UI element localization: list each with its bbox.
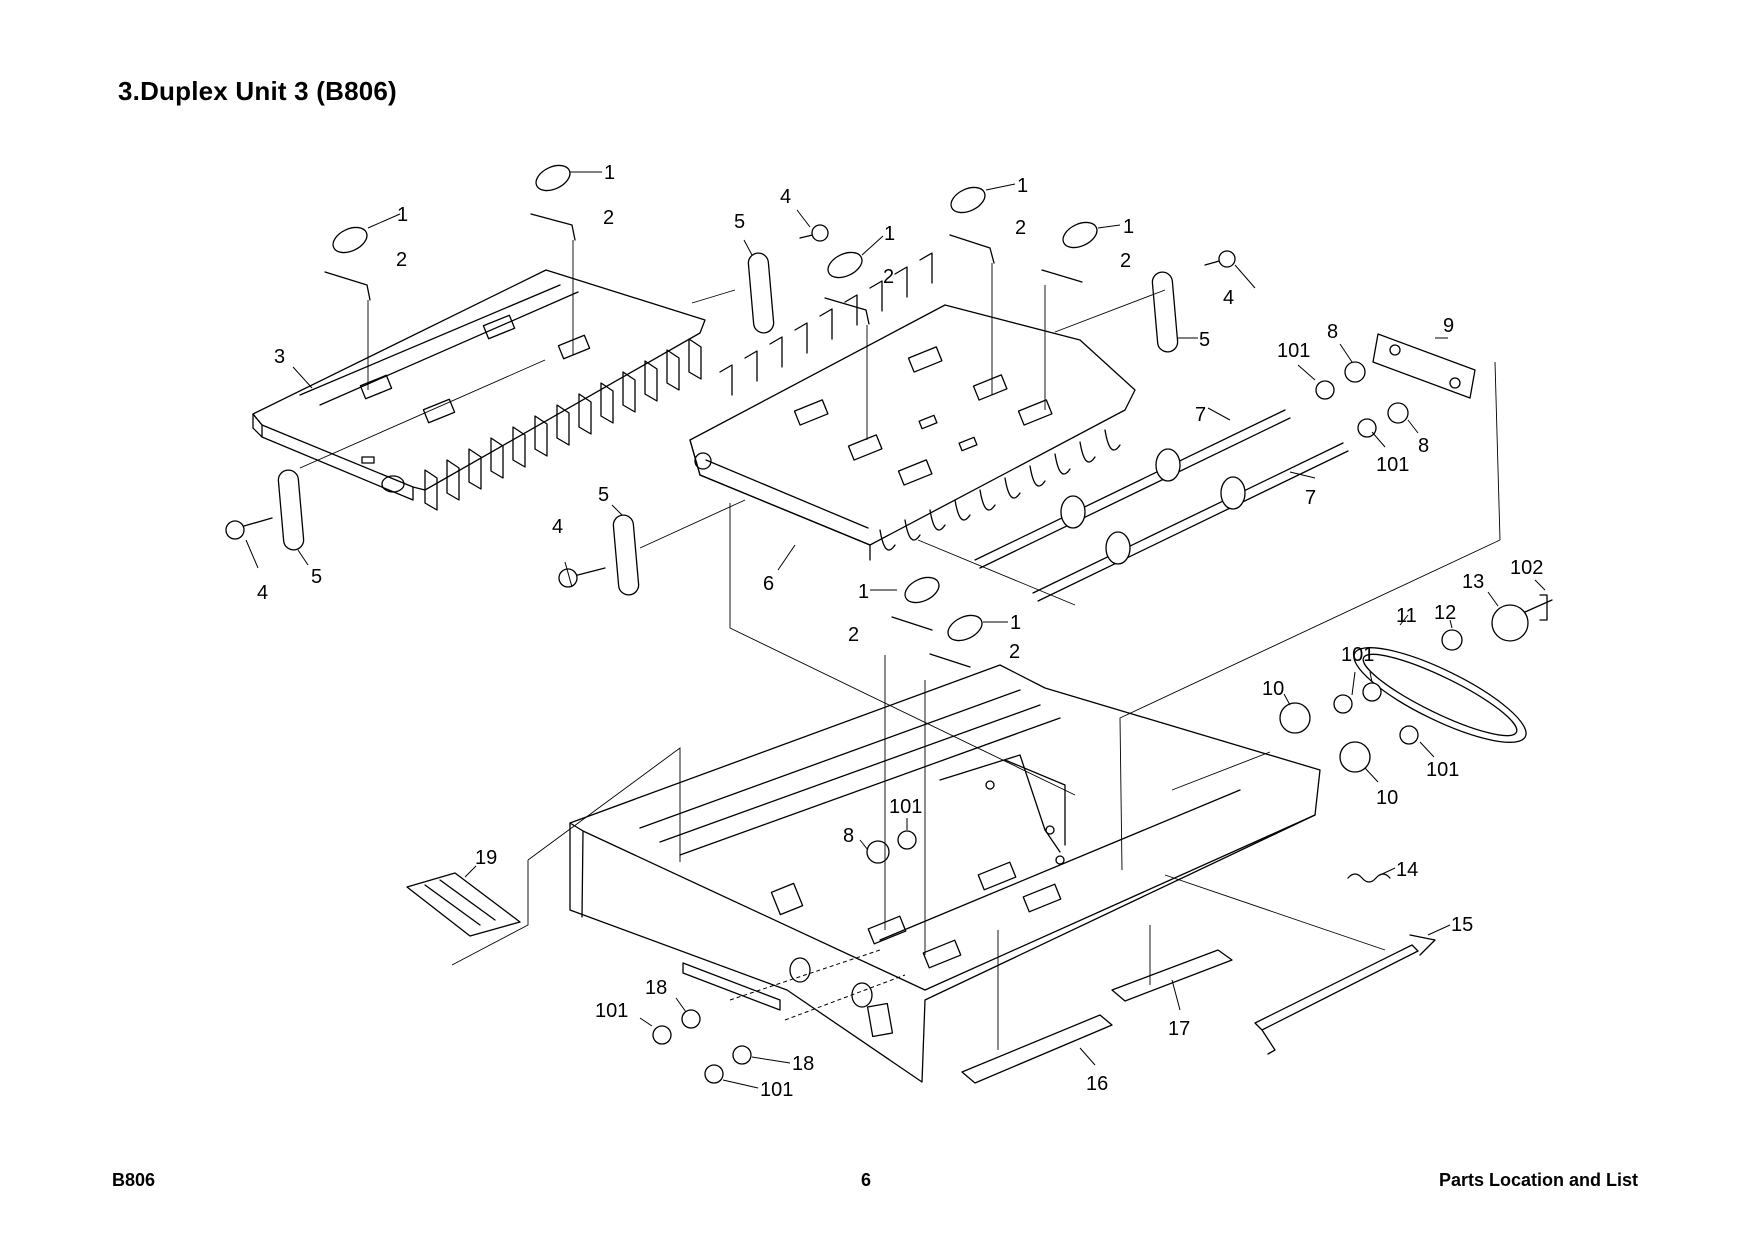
callout-2: 2 (1120, 250, 1131, 272)
callout-6: 6 (763, 573, 774, 595)
roller-shafts (974, 409, 1349, 602)
callouts: 1 1 1 1 1 1 1 2 2 2 2 2 2 2 3 4 4 4 4 5 … (245, 162, 1546, 1101)
callout-4: 4 (780, 186, 791, 208)
callout-5: 5 (734, 211, 745, 233)
callout-4: 4 (1223, 287, 1234, 309)
callout-15: 15 (1451, 914, 1473, 936)
callout-5: 5 (311, 566, 322, 588)
callout-7: 7 (1305, 487, 1316, 509)
upper-guide-plate-left (252, 269, 706, 511)
bracket (1372, 333, 1476, 399)
screws (225, 224, 1236, 588)
callout-101: 101 (760, 1079, 793, 1101)
actuator-rod (1254, 944, 1419, 1031)
callout-1: 1 (397, 204, 408, 226)
label-insert (406, 872, 521, 937)
callout-1: 1 (884, 223, 895, 245)
callout-101: 101 (1426, 759, 1459, 781)
callout-101: 101 (595, 1000, 628, 1022)
callout-18: 18 (645, 977, 667, 999)
callout-102: 102 (1510, 557, 1543, 579)
ground-plate-17 (1111, 949, 1233, 1002)
callout-2: 2 (1015, 217, 1026, 239)
timing-belt (1353, 647, 1527, 743)
footer-model: B806 (112, 1170, 156, 1190)
roller-holders (324, 213, 1083, 668)
callout-8: 8 (843, 825, 854, 847)
gear-13 (1491, 604, 1529, 642)
callout-4: 4 (552, 516, 563, 538)
callout-101: 101 (1376, 454, 1409, 476)
footer-page-number: 6 (860, 1170, 871, 1190)
callout-14: 14 (1396, 859, 1418, 881)
footer-section: Parts Location and List (1438, 1170, 1638, 1190)
rollers (332, 164, 1098, 642)
callout-1: 1 (604, 162, 615, 184)
page-title: 3.Duplex Unit 3 (B806) (118, 76, 397, 106)
callout-8: 8 (1418, 435, 1429, 457)
callout-3: 3 (274, 346, 285, 368)
assembly-guide-lines (299, 240, 1501, 1050)
callout-19: 19 (475, 847, 497, 869)
callout-101: 101 (1341, 644, 1374, 666)
pulley-lower (1339, 741, 1371, 773)
callout-11: 11 (1396, 605, 1417, 627)
callout-16: 16 (1086, 1073, 1108, 1095)
callout-12: 12 (1434, 602, 1456, 624)
callout-2: 2 (883, 266, 894, 288)
link-plates (277, 252, 1179, 596)
callout-1: 1 (1123, 216, 1134, 238)
bushings-and-rings (652, 361, 1548, 1084)
callout-18: 18 (792, 1053, 814, 1075)
bottom-tray (569, 664, 1321, 1083)
callout-13: 13 (1462, 571, 1484, 593)
callout-2: 2 (848, 624, 859, 646)
callout-101: 101 (1277, 340, 1310, 362)
callout-10: 10 (1262, 678, 1284, 700)
callout-2: 2 (396, 249, 407, 271)
callout-10: 10 (1376, 787, 1398, 809)
pulley-upper (1279, 702, 1311, 734)
ground-plate-16 (961, 1014, 1113, 1084)
callout-9: 9 (1443, 315, 1454, 337)
callout-7: 7 (1195, 404, 1206, 426)
callout-1: 1 (858, 581, 869, 603)
upper-guide-plate-right (689, 252, 1136, 561)
spring (1347, 873, 1391, 883)
callout-4: 4 (257, 582, 268, 604)
callout-8: 8 (1327, 321, 1338, 343)
callout-5: 5 (598, 484, 609, 506)
callout-101: 101 (889, 796, 922, 818)
callout-5: 5 (1199, 329, 1210, 351)
callout-2: 2 (603, 207, 614, 229)
callout-17: 17 (1168, 1018, 1190, 1040)
callout-1: 1 (1017, 175, 1028, 197)
callout-1: 1 (1010, 612, 1021, 634)
callout-2: 2 (1009, 641, 1020, 663)
